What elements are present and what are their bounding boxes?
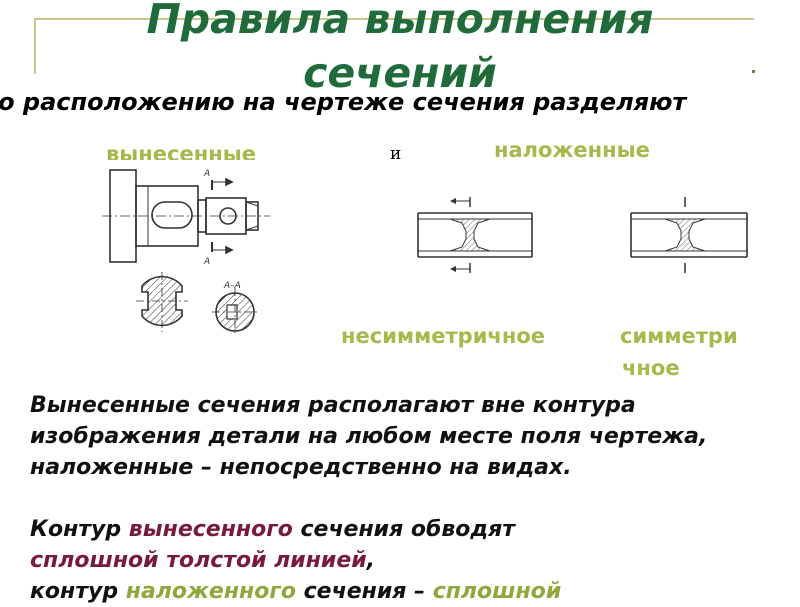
- frame-left-line: [34, 18, 36, 74]
- p3-text-1: контур: [30, 579, 126, 604]
- removed-section-drawing: А А А–А: [100, 160, 290, 365]
- p3-text-2: сечения –: [295, 579, 433, 604]
- paragraph-removed-contour: Контур вынесенного сечения обводят: [30, 514, 790, 545]
- paragraph-superimposed-contour: контур наложенного сечения – сплошной: [30, 576, 790, 607]
- letter-a-top: А: [203, 169, 210, 179]
- paragraph-line-type: сплошной толстой линией,: [30, 545, 790, 576]
- p2-comma: ,: [366, 548, 376, 573]
- p2-text-1: Контур: [30, 517, 129, 542]
- asymmetric-superimposed-drawing: [400, 175, 540, 295]
- corner-dot: [752, 70, 755, 73]
- letter-a-bottom: А: [203, 257, 210, 267]
- slot-section: [136, 272, 188, 332]
- slide-title: Правила выполнения сечений: [146, 0, 654, 97]
- p2-text-2: сечения обводят: [292, 517, 516, 542]
- label-symmetric-line1: симметри: [620, 324, 738, 348]
- slide-subtitle: По расположению на чертеже сечения разде…: [0, 86, 800, 118]
- label-asymmetric: несимметричное: [341, 324, 546, 348]
- section-name-a-a: А–А: [223, 281, 241, 291]
- p2-emphasis-removed: вынесенного: [128, 517, 293, 542]
- p3-emphasis-superimposed: наложенного: [125, 579, 296, 604]
- conjunction-and: и: [390, 144, 402, 164]
- subtitle-text: По расположению на чертеже сечения разде…: [0, 88, 687, 116]
- label-symmetric-line2: чное: [622, 356, 680, 380]
- p3-emphasis-solid: сплошной: [432, 579, 562, 604]
- label-superimposed-sections: наложенные: [494, 138, 650, 162]
- symmetric-superimposed-drawing: [615, 175, 755, 295]
- frame-top-line: [34, 18, 754, 20]
- paragraph-placement: Вынесенные сечения располагают вне конту…: [30, 393, 708, 480]
- p2-emphasis-thick-line: сплошной толстой линией: [30, 548, 367, 573]
- hole-section-a-a: [212, 288, 258, 336]
